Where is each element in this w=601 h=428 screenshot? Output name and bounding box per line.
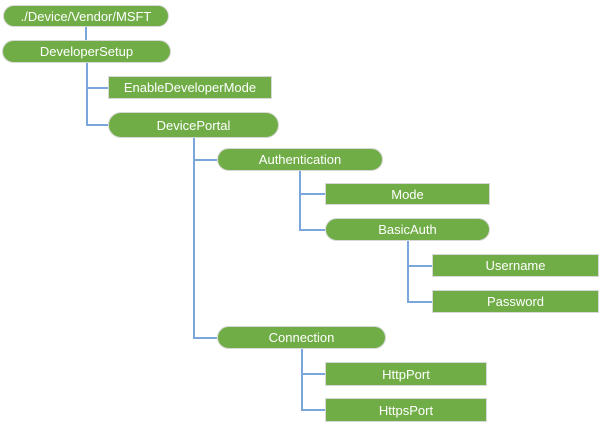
- tree-node-label: BasicAuth: [378, 222, 437, 237]
- tree-node-label: HttpPort: [382, 366, 430, 382]
- tree-node-label: DeveloperSetup: [39, 44, 134, 59]
- connector-vertical-developer-setup-to-device-portal: [85, 63, 88, 125]
- tree-node-enable-developer-mode: EnableDeveloperMode: [108, 76, 272, 99]
- connector-horizontal-connection-to-http-port: [300, 373, 325, 375]
- tree-node-connection: Connection: [217, 326, 386, 349]
- tree-node-label: Password: [486, 294, 545, 309]
- tree-node-label: Authentication: [258, 152, 342, 167]
- tree-node-root: ./Device/Vendor/MSFT: [3, 5, 169, 27]
- tree-node-label: ./Device/Vendor/MSFT: [20, 8, 152, 24]
- tree-node-device-portal: DevicePortal: [108, 112, 279, 138]
- tree-node-label: Mode: [391, 186, 424, 202]
- connector-horizontal-basic-auth-to-password: [406, 300, 432, 303]
- tree-node-label: EnableDeveloperMode: [123, 80, 257, 95]
- tree-node-label: DevicePortal: [156, 117, 231, 133]
- connector-vertical-device-portal-to-connection: [192, 138, 195, 338]
- tree-node-http-port: HttpPort: [325, 362, 487, 386]
- connector-horizontal-device-portal-to-connection: [192, 336, 217, 339]
- tree-node-password: Password: [432, 290, 599, 313]
- connector-horizontal-developer-setup-to-device-portal: [85, 124, 108, 126]
- tree-node-authentication: Authentication: [217, 148, 383, 171]
- connector-horizontal-connection-to-https-port: [300, 409, 325, 411]
- tree-node-basic-auth: BasicAuth: [325, 218, 490, 241]
- tree-node-mode: Mode: [325, 183, 490, 205]
- connector-horizontal-developer-setup-to-enable-developer-mode: [85, 86, 108, 89]
- tree-node-username: Username: [432, 254, 599, 277]
- connector-horizontal-basic-auth-to-username: [406, 264, 432, 267]
- connector-vertical-basic-auth-to-password: [406, 241, 409, 302]
- connector-horizontal-authentication-to-basic-auth: [299, 228, 325, 231]
- connector-horizontal-authentication-to-mode: [299, 193, 325, 195]
- tree-node-https-port: HttpsPort: [325, 398, 487, 422]
- tree-node-developer-setup: DeveloperSetup: [2, 40, 171, 63]
- connector-vertical-connection-to-https-port: [300, 349, 303, 410]
- connector-vertical-authentication-to-basic-auth: [299, 171, 301, 230]
- connector-horizontal-device-portal-to-authentication: [192, 158, 217, 161]
- tree-node-label: Connection: [268, 330, 335, 345]
- tree-node-label: Username: [485, 258, 546, 273]
- tree-node-label: HttpsPort: [378, 402, 434, 418]
